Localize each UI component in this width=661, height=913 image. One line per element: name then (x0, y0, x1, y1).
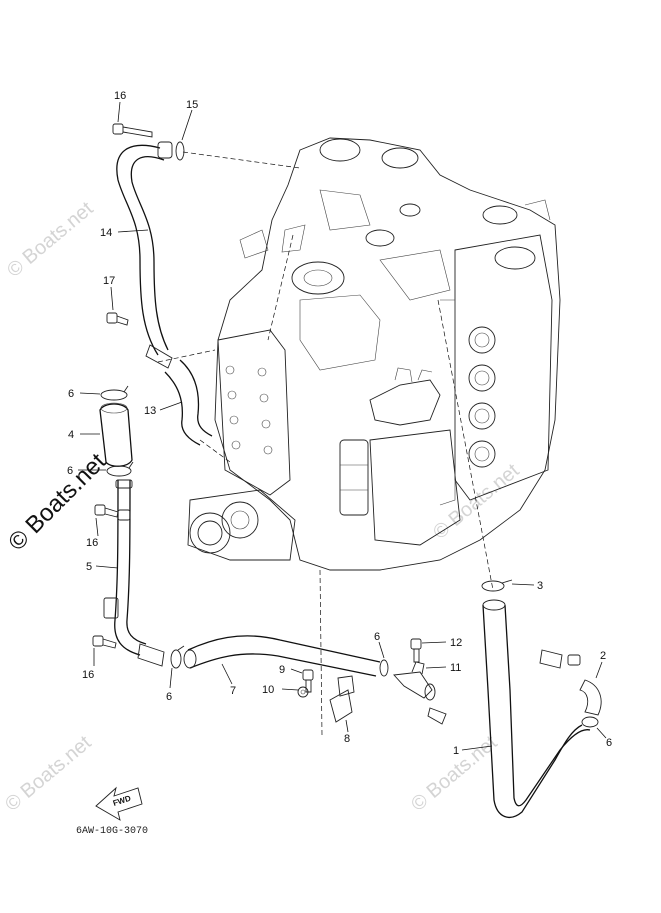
callout-9: 9 (279, 664, 285, 676)
callout-6-far-right: 6 (606, 737, 612, 749)
callout-16-low: 16 (82, 669, 94, 681)
callout-11: 11 (450, 662, 461, 674)
oring-15 (175, 141, 185, 161)
callout-16-mid: 16 (86, 537, 98, 549)
hose-13 (164, 359, 213, 446)
clamp-6-far-right (581, 716, 599, 728)
callout-16-top: 16 (114, 90, 126, 102)
hose-1 (482, 599, 591, 818)
callout-12: 12 (450, 637, 462, 649)
hose-4 (99, 402, 133, 467)
clamp-6-lower (170, 645, 185, 669)
callout-labels: 16 15 14 17 6 4 13 6 16 5 16 6 7 9 10 8 … (67, 90, 612, 757)
watermark-center: © Boats.net (429, 459, 524, 543)
callout-8: 8 (344, 733, 350, 745)
bolt-16-low (92, 635, 117, 649)
callout-1: 1 (453, 745, 459, 757)
hose-7 (183, 635, 381, 677)
bolt-16-mid (94, 504, 119, 518)
washer-10 (297, 686, 309, 698)
callout-14: 14 (100, 227, 112, 239)
callout-10: 10 (262, 684, 274, 696)
fitting-11 (393, 661, 447, 725)
watermark-bottom-left: © Boats.net (1, 731, 96, 815)
elbow-2 (539, 649, 602, 716)
watermarks-faint: © Boats.net © Boats.net © Boats.net © Bo… (1, 197, 524, 815)
hose-14 (116, 141, 173, 369)
watermark-bottom-right: © Boats.net (407, 731, 502, 815)
clamp-6-upper (100, 385, 129, 401)
callout-6-upper: 6 (68, 388, 74, 400)
callout-6-lower: 6 (166, 691, 172, 703)
callout-2: 2 (600, 650, 606, 662)
clamp-6-right (379, 659, 389, 677)
engine-bolt-bosses (225, 365, 273, 455)
callout-3: 3 (537, 580, 543, 592)
callout-4: 4 (68, 429, 74, 441)
callout-17: 17 (103, 275, 115, 287)
callout-6-right: 6 (374, 631, 380, 643)
bracket-8 (329, 675, 355, 723)
callout-7: 7 (230, 685, 236, 697)
callout-5: 5 (86, 561, 92, 573)
clamp-3 (481, 579, 513, 592)
pipe-5 (103, 479, 165, 667)
diagram-code: 6AW-10G-3070 (76, 826, 148, 837)
bolt-17 (106, 312, 129, 326)
reference-lines (157, 151, 494, 736)
callout-13: 13 (144, 405, 156, 417)
callout-6-mid: 6 (67, 465, 73, 477)
bolt-12 (410, 638, 422, 663)
fwd-arrow-icon: FWD (95, 786, 143, 821)
leader-lines (78, 101, 607, 751)
bolt-16-top (112, 123, 153, 138)
clamp-6-mid (106, 461, 134, 477)
engine-block (187, 137, 561, 571)
watermark-top-left: © Boats.net (3, 197, 98, 281)
bolt-9 (302, 669, 314, 693)
callout-15: 15 (186, 99, 198, 111)
